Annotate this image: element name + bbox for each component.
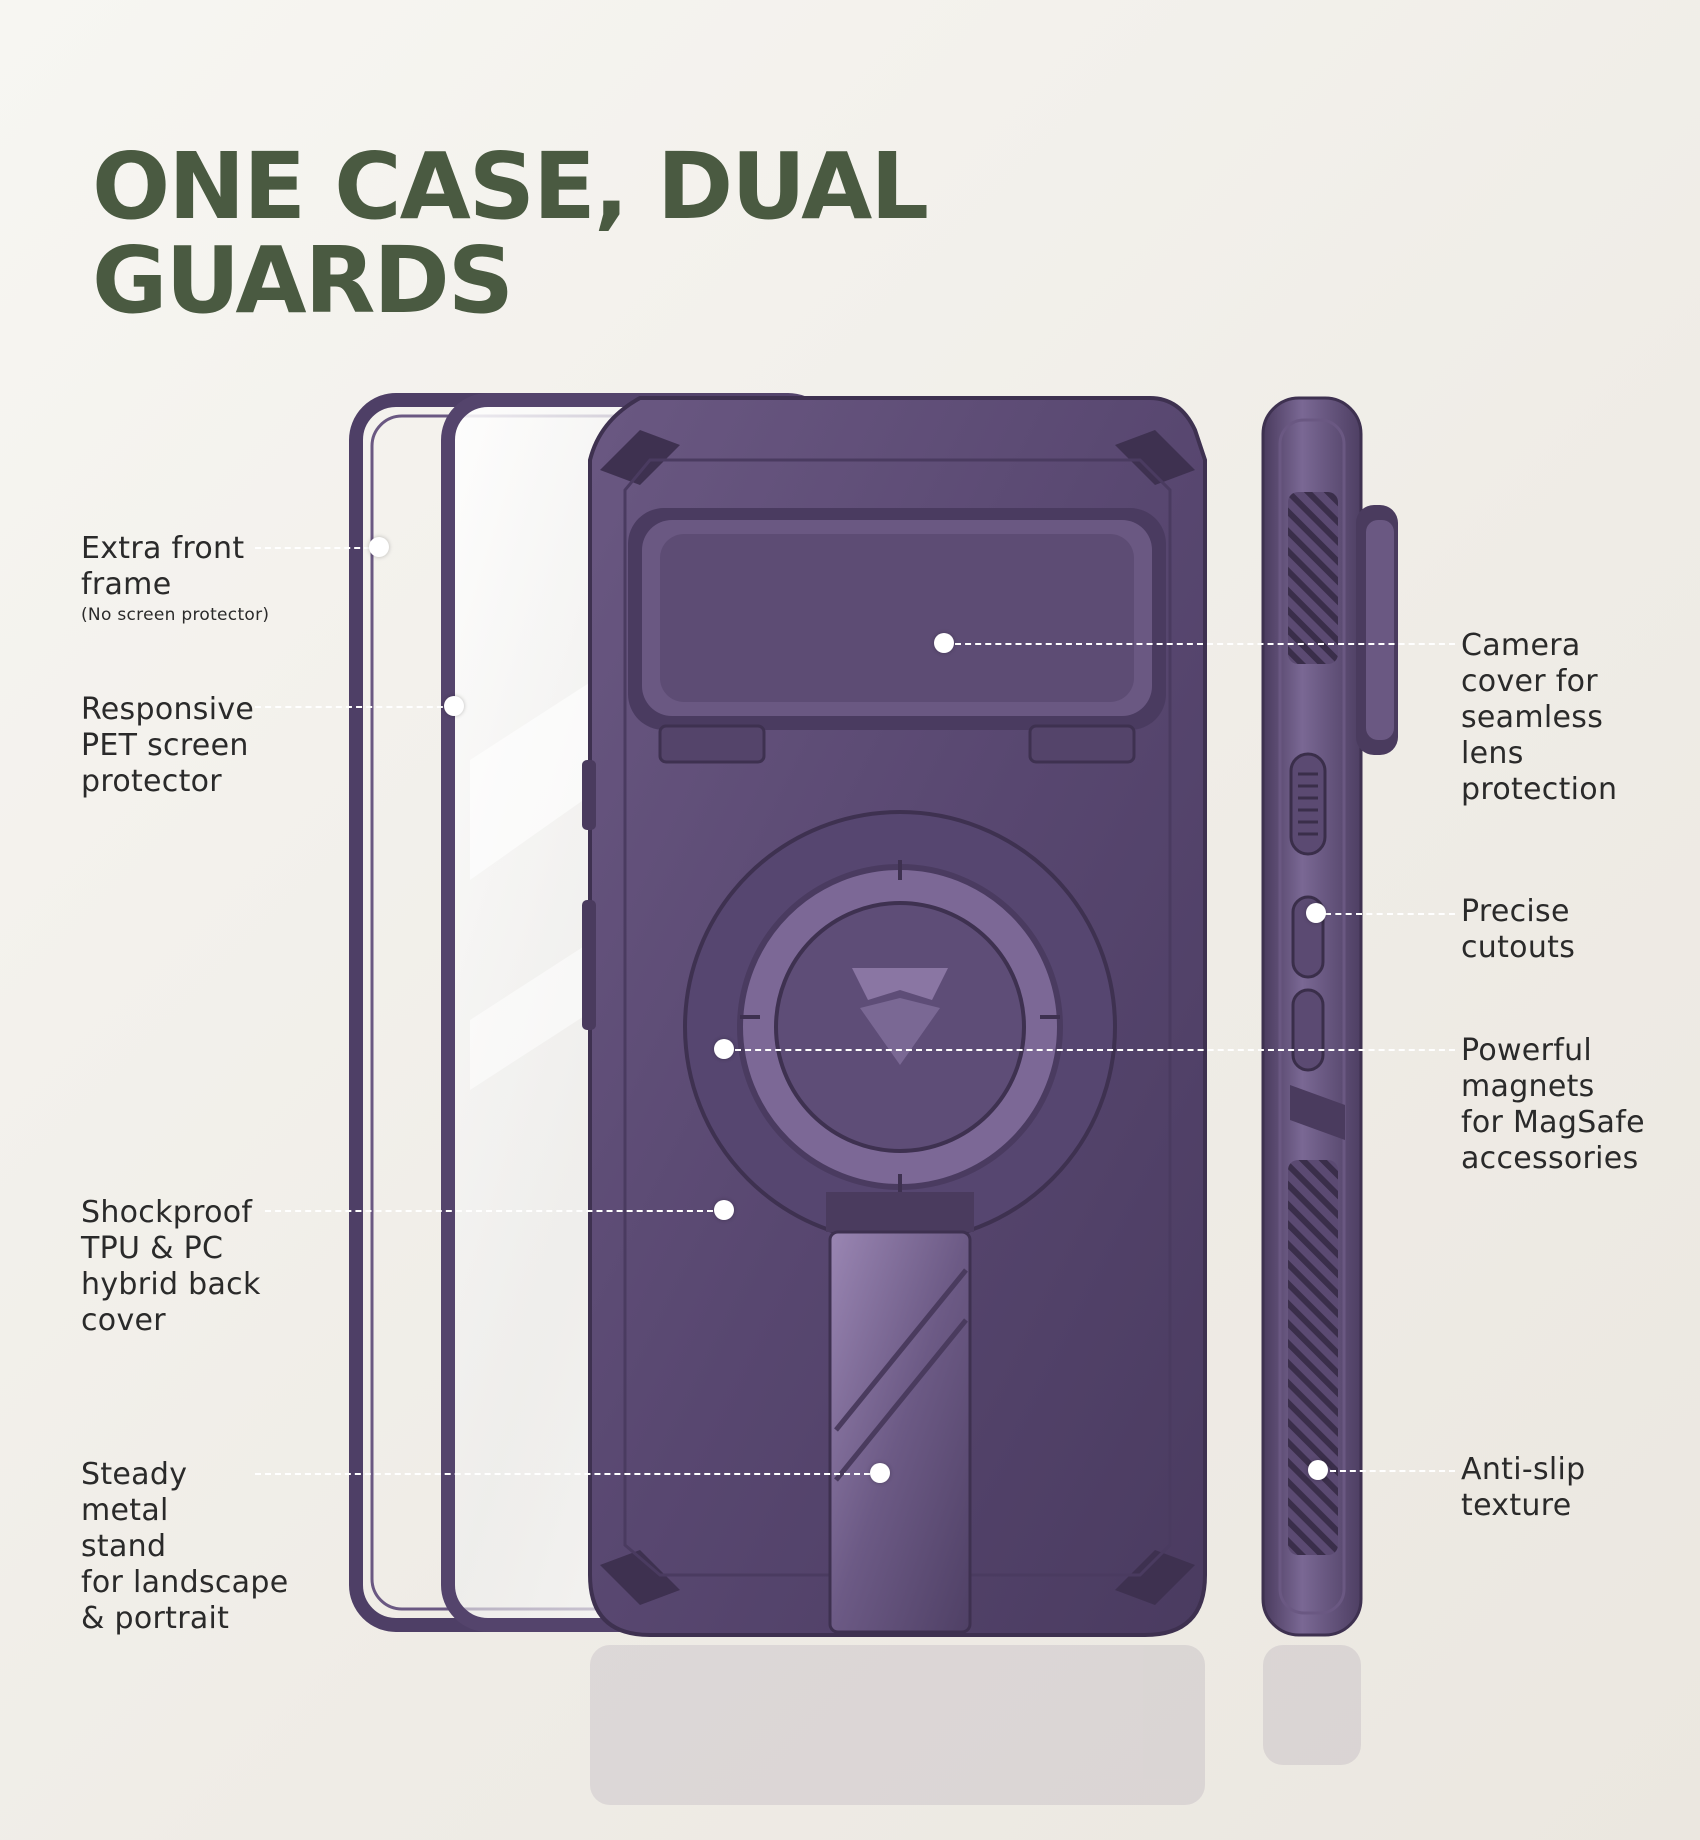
label-back-cover: Shockproof TPU & PC hybrid back cover (81, 1195, 261, 1339)
headline: ONE CASE, DUAL GUARDS (92, 133, 929, 334)
label-camera-cover: Camera cover for seamless lens protectio… (1461, 628, 1617, 808)
dot-stand (870, 1463, 890, 1483)
dot-cutouts (1306, 903, 1326, 923)
label-stand-line-4: for landscape (81, 1565, 289, 1600)
label-front-frame-line-1: Extra front (81, 531, 245, 566)
label-anti-slip-line-2: texture (1461, 1488, 1572, 1523)
leader-screen-protector (255, 706, 453, 708)
camera-cover-illustration (628, 508, 1166, 764)
dot-anti-slip (1308, 1460, 1328, 1480)
headline-line-1: ONE CASE, DUAL (92, 133, 929, 240)
label-screen-protector-line-1: Responsive (81, 692, 255, 727)
label-magnets-line-1: Powerful (1461, 1033, 1593, 1068)
leader-back-cover (265, 1210, 713, 1212)
label-stand-line-1: Steady (81, 1457, 188, 1492)
label-screen-protector-line-3: protector (81, 764, 222, 799)
leader-anti-slip (1330, 1470, 1455, 1472)
label-stand-line-3: stand (81, 1529, 167, 1564)
label-anti-slip: Anti-slip texture (1461, 1452, 1586, 1524)
label-cutouts-line-1: Precise (1461, 894, 1570, 929)
label-magnets-line-3: for MagSafe (1461, 1105, 1645, 1140)
dot-magnets (714, 1039, 734, 1059)
side-profile (1261, 396, 1398, 1637)
dot-camera-cover (934, 633, 954, 653)
label-cutouts: Precise cutouts (1461, 894, 1575, 966)
label-camera-cover-line-4: lens (1461, 736, 1524, 771)
label-magnets: Powerful magnets for MagSafe accessories (1461, 1033, 1645, 1177)
label-back-cover-line-2: TPU & PC (81, 1231, 224, 1266)
kickstand-illustration (826, 1192, 974, 1634)
leader-front-frame (255, 547, 380, 549)
label-magnets-line-4: accessories (1461, 1141, 1639, 1176)
label-stand: Steady metal stand for landscape & portr… (81, 1457, 288, 1637)
headline-line-2: GUARDS (92, 227, 514, 334)
label-back-cover-line-1: Shockproof (81, 1195, 253, 1230)
label-front-frame-line-2: frame (81, 567, 172, 602)
label-stand-line-5: & portrait (81, 1601, 230, 1636)
leader-magnets (735, 1049, 1455, 1051)
leader-stand (255, 1473, 880, 1475)
leader-camera-cover (955, 643, 1455, 645)
dot-front-frame (369, 537, 389, 557)
label-back-cover-line-3: hybrid back (81, 1267, 261, 1302)
label-screen-protector-line-2: PET screen (81, 728, 249, 763)
label-cutouts-line-2: cutouts (1461, 930, 1576, 965)
label-camera-cover-line-5: protection (1461, 772, 1618, 807)
label-back-cover-line-4: cover (81, 1303, 166, 1338)
floor-reflection (590, 1645, 1361, 1805)
label-camera-cover-line-1: Camera (1461, 628, 1581, 663)
label-magnets-line-2: magnets (1461, 1069, 1595, 1104)
label-camera-cover-line-2: cover for (1461, 664, 1598, 699)
label-anti-slip-line-1: Anti-slip (1461, 1452, 1586, 1487)
magsafe-ring-illustration (683, 810, 1117, 1244)
label-front-frame: Extra front frame (No screen protector) (81, 531, 269, 627)
label-stand-line-2: metal (81, 1493, 169, 1528)
label-front-frame-note: (No screen protector) (81, 605, 270, 625)
label-screen-protector: Responsive PET screen protector (81, 692, 254, 800)
label-camera-cover-line-3: seamless (1461, 700, 1604, 735)
dot-back-cover (714, 1200, 734, 1220)
leader-cutouts (1325, 913, 1455, 915)
dot-screen-protector (444, 696, 464, 716)
